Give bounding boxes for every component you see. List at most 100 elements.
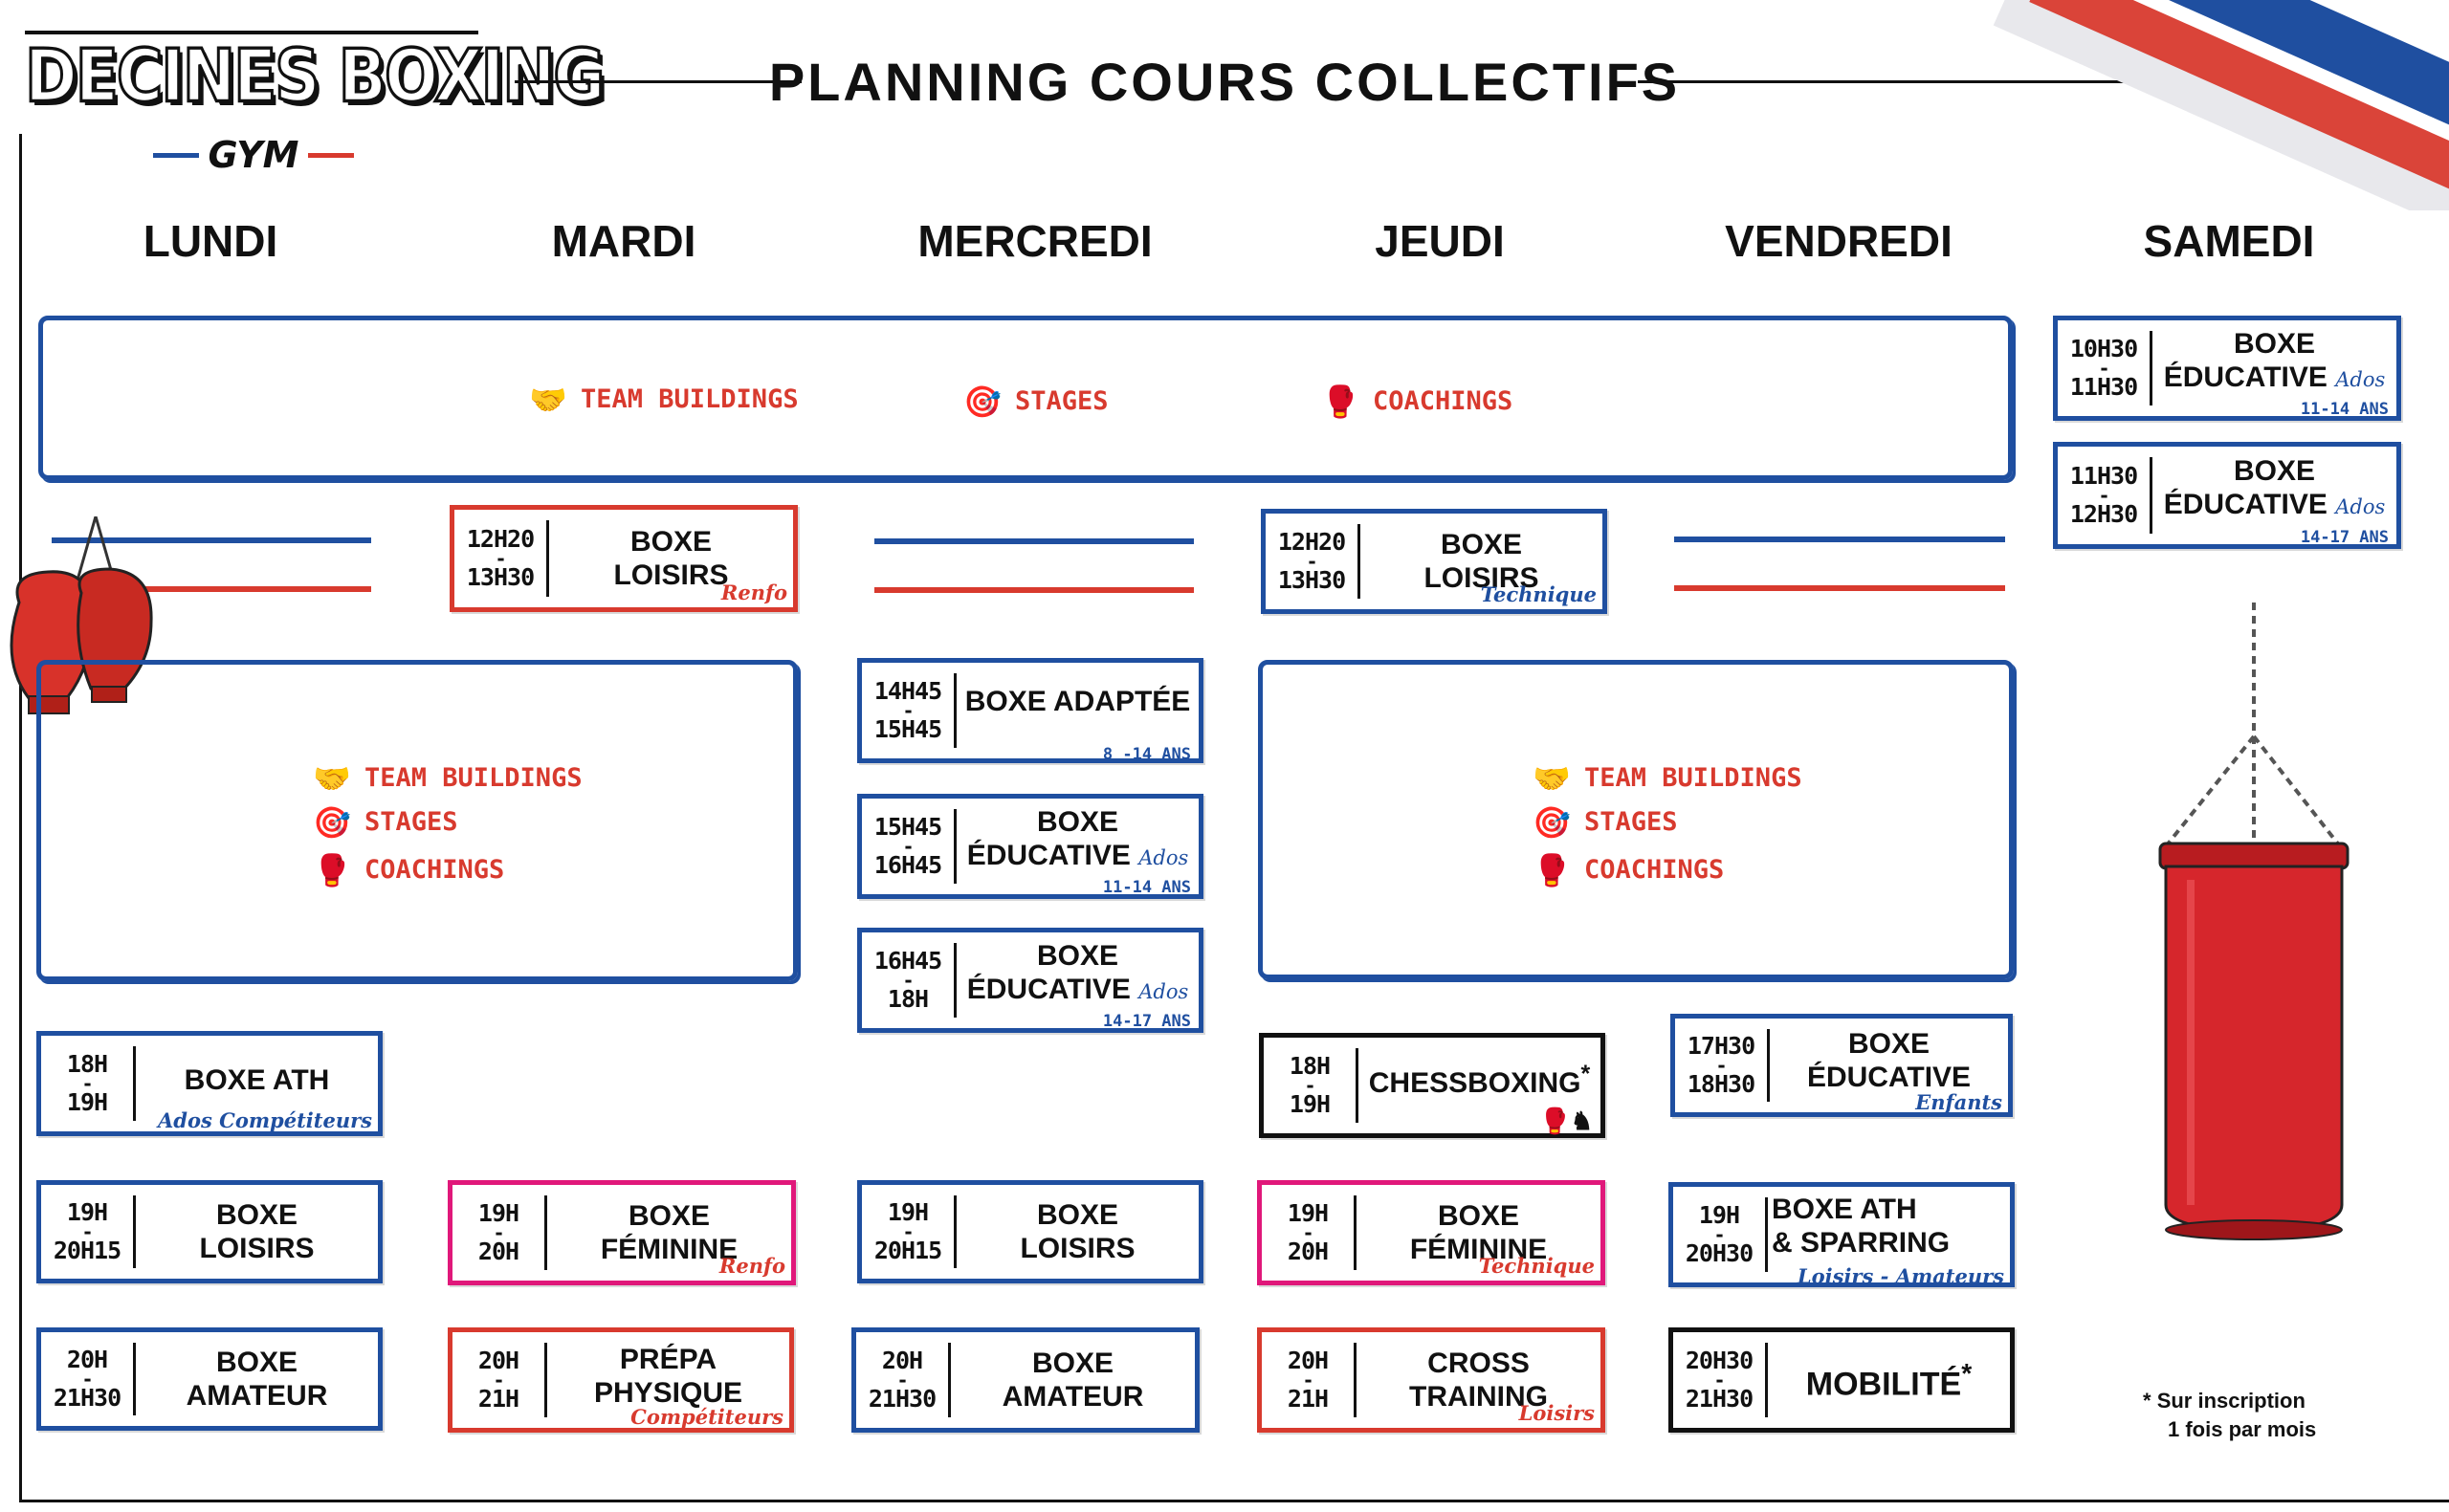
logo-gym: GYM	[153, 134, 354, 176]
class-card-samedi-boxe-educative-1[interactable]: 10H30-11H30 BOXE ÉDUCATIVE Ados 11-14 AN…	[2053, 316, 2401, 421]
class-card-jeudi-chessboxing[interactable]: 18H-19H CHESSBOXING* 🥊♞	[1259, 1033, 1605, 1138]
time-slot: 15H45-16H45	[862, 809, 957, 884]
event-team-buildings: 🤝 TEAM BUILDINGS	[529, 382, 799, 418]
class-title: BOXE ATH Ados Compétiteurs	[158, 1063, 372, 1132]
footnote: * Sur inscription 1 fois par mois	[2143, 1389, 2317, 1441]
time-slot: 19H-20H	[1262, 1195, 1357, 1270]
handshake-icon: 🤝	[313, 760, 351, 797]
time-slot: 20H30-21H30	[1673, 1343, 1768, 1417]
class-title: BOXE ADAPTÉE 8 -14 ANS	[964, 685, 1191, 765]
boxing-glove-icon: 🥊	[313, 852, 351, 888]
asterisk: *	[2143, 1389, 2151, 1413]
time-slot: 17H30-18H30	[1675, 1028, 1770, 1103]
day-mercredi: MERCREDI	[917, 216, 1153, 266]
day-samedi: SAMEDI	[2143, 216, 2315, 266]
time-slot: 20H-21H30	[41, 1342, 136, 1416]
chess-knight-icon: ♞	[1570, 1107, 1593, 1135]
logo-rule	[25, 31, 478, 34]
page-title: PLANNING COURS COLLECTIFS	[768, 52, 1681, 112]
class-card-mercredi-boxe-adaptee[interactable]: 14H45-15H45 BOXE ADAPTÉE 8 -14 ANS	[857, 658, 1203, 764]
class-card-mercredi-boxe-educative-1[interactable]: 15H45-16H45 BOXE ÉDUCATIVE Ados 11-14 AN…	[857, 794, 1203, 899]
divider-blue-lundi	[52, 537, 371, 543]
logo-bar-red	[308, 152, 354, 158]
boxing-glove-icon: 🥊	[1321, 383, 1359, 420]
event-coachings: 🥊 COACHINGS	[1321, 383, 1513, 420]
title-line-right	[1638, 80, 2173, 83]
event-team-buildings: 🤝 TEAM BUILDINGS	[313, 760, 583, 797]
time-slot: 16H45-18H	[862, 943, 957, 1018]
class-subtitle: Renfo	[718, 1254, 785, 1278]
events-box-jeudi-vendredi: 🤝 TEAM BUILDINGS 🎯 STAGES 🥊 COACHINGS	[1258, 660, 2014, 979]
event-stages: 🎯 STAGES	[313, 804, 458, 841]
target-icon: 🎯	[963, 383, 1002, 420]
boxing-gloves-icon	[10, 516, 153, 714]
boxing-glove-icon: 🥊	[1539, 1107, 1571, 1135]
age-range: 11-14 ANS	[2300, 400, 2389, 419]
time-slot: 12H20-13H30	[1266, 524, 1360, 599]
events-banner-top: 🤝 TEAM BUILDINGS 🎯 STAGES 🥊 COACHINGS	[38, 316, 2013, 480]
event-stages: 🎯 STAGES	[963, 383, 1109, 420]
class-card-vendredi-mobilite[interactable]: 20H30-21H30 MOBILITÉ*	[1668, 1327, 2015, 1433]
logo-gym-text: GYM	[208, 134, 299, 176]
class-title: BOXE ÉDUCATIVE Ados 14-17 ANS	[2163, 454, 2389, 548]
event-stages: 🎯 STAGES	[1533, 804, 1678, 841]
divider-red-mercredi	[874, 587, 1194, 593]
time-slot: 19H-20H15	[41, 1194, 136, 1269]
class-title: BOXE ÉDUCATIVE Ados 11-14 ANS	[2163, 327, 2389, 420]
time-slot: 19H-20H	[452, 1195, 547, 1270]
divider-red-vendredi	[1674, 585, 2005, 591]
divider-blue-mercredi	[874, 538, 1194, 544]
divider-red-lundi	[52, 586, 371, 592]
class-subtitle: Renfo	[720, 581, 787, 604]
events-box-lundi-mardi: 🤝 TEAM BUILDINGS 🎯 STAGES 🥊 COACHINGS	[36, 660, 798, 981]
time-slot: 18H-19H	[1264, 1048, 1358, 1123]
time-slot: 20H-21H	[452, 1343, 547, 1417]
time-slot: 19H-20H30	[1673, 1197, 1768, 1272]
class-card-lundi-boxe-ath[interactable]: 18H-19H BOXE ATH Ados Compétiteurs	[36, 1031, 383, 1136]
asterisk: *	[1580, 1061, 1591, 1087]
event-team-buildings: 🤝 TEAM BUILDINGS	[1533, 760, 1802, 797]
class-card-samedi-boxe-educative-2[interactable]: 11H30-12H30 BOXE ÉDUCATIVE Ados 14-17 AN…	[2053, 442, 2401, 549]
time-slot: 12H20-13H30	[454, 520, 549, 597]
age-range: 14-17 ANS	[1102, 1012, 1191, 1031]
age-range: 8 -14 ANS	[1102, 745, 1191, 764]
handshake-icon: 🤝	[1533, 760, 1571, 797]
frame-bottom	[19, 1500, 2449, 1502]
class-subtitle: Ados Compétiteurs	[158, 1108, 372, 1132]
class-card-mercredi-boxe-educative-2[interactable]: 16H45-18H BOXE ÉDUCATIVE Ados 14-17 ANS	[857, 928, 1203, 1033]
frame-left	[19, 134, 22, 1502]
class-card-vendredi-boxe-ath-sparring[interactable]: 19H-20H30 BOXE ATH& SPARRING Loisirs - A…	[1668, 1182, 2015, 1287]
class-subtitle: Loisirs	[1518, 1401, 1595, 1425]
age-range: 14-17 ANS	[2300, 528, 2389, 547]
target-icon: 🎯	[313, 804, 351, 841]
day-jeudi: JEUDI	[1375, 216, 1505, 266]
handshake-icon: 🤝	[529, 382, 567, 418]
class-title: BOXE ATH& SPARRING Loisirs - Amateurs	[1772, 1194, 2004, 1288]
time-slot: 19H-20H15	[862, 1194, 957, 1269]
time-slot: 20H-21H	[1262, 1343, 1357, 1417]
time-slot: 10H30-11H30	[2058, 331, 2152, 405]
age-range: 11-14 ANS	[1102, 878, 1191, 897]
time-slot: 20H-21H30	[856, 1343, 951, 1417]
class-subtitle: Enfants	[1915, 1090, 2002, 1114]
time-slot: 18H-19H	[41, 1046, 136, 1121]
logo-wordmark: DECINES BOXING	[24, 33, 607, 119]
